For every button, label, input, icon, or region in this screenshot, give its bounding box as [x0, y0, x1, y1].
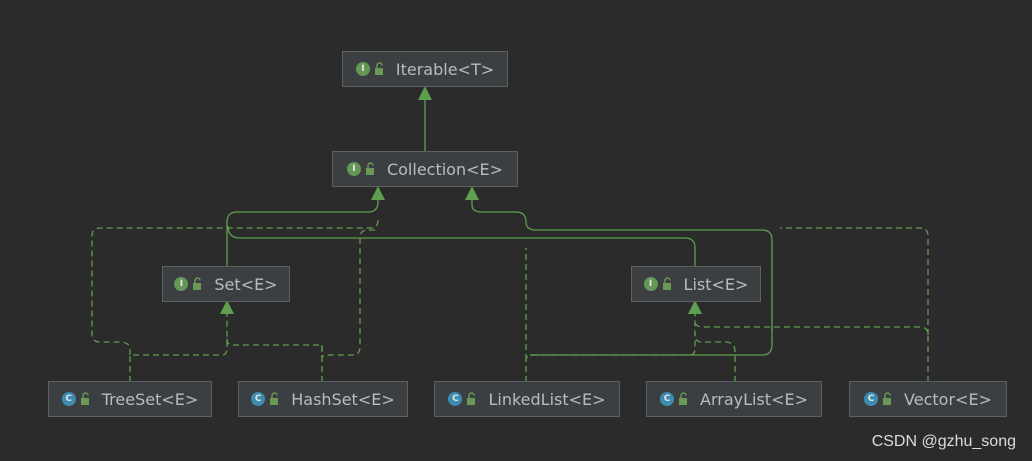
edge-vector-collection	[780, 227, 929, 335]
edge-treeset-set	[129, 300, 234, 382]
watermark: CSDN @gzhu_song	[871, 433, 1016, 450]
node-collection[interactable]: I Collection<E>	[332, 151, 518, 187]
unlocked-icon	[662, 277, 674, 291]
node-label: TreeSet<E>	[101, 389, 199, 409]
node-linkedlist[interactable]: C LinkedList<E>	[434, 381, 620, 417]
unlocked-icon	[882, 392, 894, 406]
edge-arraylist-list	[694, 334, 736, 382]
edge-hashset-collection	[321, 229, 378, 359]
class-icon: C	[61, 392, 76, 406]
node-treeset[interactable]: C TreeSet<E>	[48, 381, 212, 417]
node-label: Set<E>	[214, 274, 278, 294]
edge-list-collection	[227, 225, 696, 266]
node-label: Iterable<T>	[395, 59, 495, 79]
node-list[interactable]: I List<E>	[631, 266, 761, 302]
unlocked-icon	[80, 392, 92, 406]
node-arraylist[interactable]: C ArrayList<E>	[646, 381, 822, 417]
interface-icon: I	[355, 62, 370, 76]
interface-icon: I	[346, 162, 361, 176]
node-set[interactable]: I Set<E>	[162, 266, 290, 302]
unlocked-icon	[678, 392, 690, 406]
node-vector[interactable]: C Vector<E>	[849, 381, 1007, 417]
class-icon: C	[864, 392, 879, 406]
node-label: Collection<E>	[386, 159, 504, 179]
node-label: ArrayList<E>	[700, 389, 808, 409]
edge-set-collection	[226, 186, 385, 266]
class-icon: C	[448, 392, 463, 406]
node-label: LinkedList<E>	[488, 389, 606, 409]
class-icon: C	[660, 392, 674, 406]
node-label: Vector<E>	[904, 389, 992, 409]
unlocked-icon	[466, 392, 478, 406]
edge-linkedlist-list	[525, 300, 702, 382]
interface-icon: I	[643, 277, 658, 291]
unlocked-icon	[269, 392, 281, 406]
edge-vector-list	[694, 319, 929, 382]
unlocked-icon	[374, 62, 386, 76]
unlocked-icon	[192, 277, 204, 291]
node-iterable[interactable]: I Iterable<T>	[342, 51, 508, 87]
class-icon: C	[251, 392, 266, 406]
edge-treeset-collection	[91, 219, 379, 355]
node-label: HashSet<E>	[291, 389, 395, 409]
node-label: List<E>	[683, 274, 749, 294]
unlocked-icon	[365, 162, 377, 176]
interface-icon: I	[174, 277, 189, 291]
node-hashset[interactable]: C HashSet<E>	[238, 381, 408, 417]
edge-hashset-set	[226, 337, 323, 382]
